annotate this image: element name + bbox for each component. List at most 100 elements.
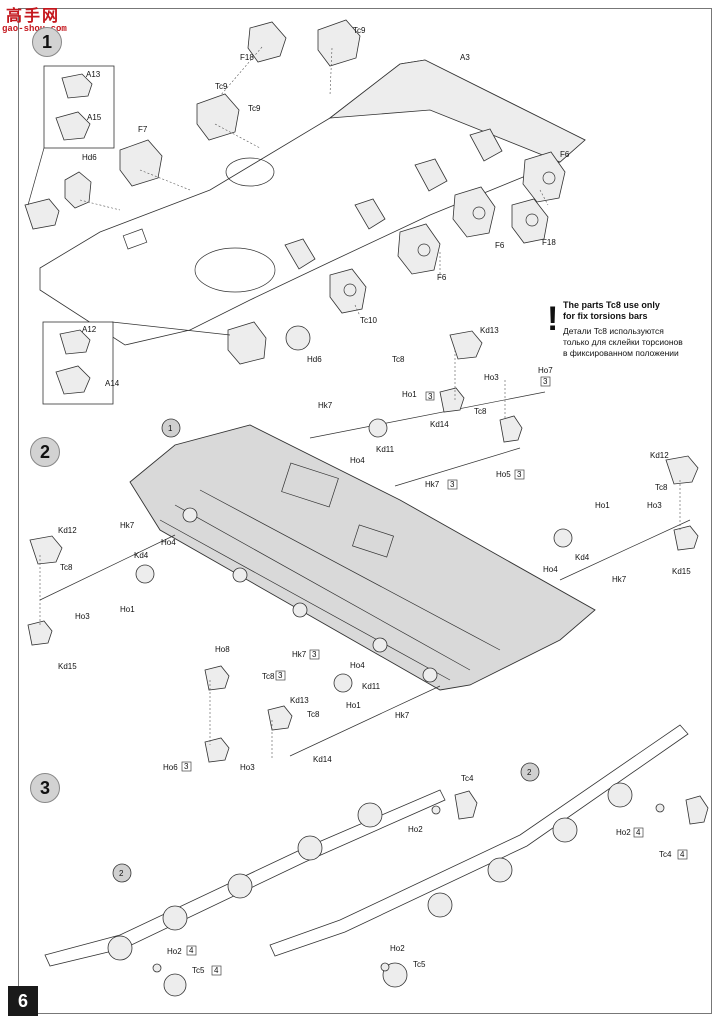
label-ho1-b: Ho1 (595, 501, 610, 510)
road-wheel (382, 962, 408, 988)
label-kd13: Kd13 (480, 326, 499, 335)
label-a14: A14 (105, 379, 120, 388)
leader-lines (79, 46, 549, 317)
part-f18 (511, 198, 549, 244)
road-wheel (227, 873, 253, 899)
page-number: 6 (8, 986, 38, 1016)
part-hd6-wheel (285, 325, 311, 351)
note-english: The parts Tc8 use only for fix torsions … (563, 300, 660, 321)
leader-lines (39, 350, 681, 760)
label-a3: A3 (460, 53, 470, 62)
idler-hub (333, 673, 353, 693)
label-kd11-b: Kd11 (362, 682, 381, 691)
label-ho3-d: Ho3 (240, 763, 255, 772)
torsion-bar (289, 685, 441, 757)
qty-box (186, 945, 197, 956)
bracket (284, 238, 316, 270)
hull-opening (352, 524, 394, 558)
road-wheel (607, 782, 633, 808)
label-hk7-d: Hk7 (612, 575, 627, 584)
label-tc5: Tc5 (192, 966, 205, 975)
label-f6-c: F6 (437, 273, 447, 282)
qty-3-c: 3 (450, 480, 455, 489)
ref-label-1: 1 (168, 424, 173, 433)
label-kd4-b: Kd4 (575, 553, 590, 562)
label-ho3-b: Ho3 (647, 501, 662, 510)
road-hub (422, 667, 438, 683)
label-ho3-c: Ho3 (75, 612, 90, 621)
label-kd15-b: Kd15 (58, 662, 77, 671)
qty-4-d: 4 (214, 966, 219, 975)
bracket (414, 158, 448, 192)
road-wheel (107, 935, 133, 961)
watermark-logo: 高手网 gao-shou.com (2, 2, 82, 36)
part-tc4 (454, 790, 478, 820)
label-tc8-e: Tc8 (262, 672, 275, 681)
part-tc4-b (685, 795, 709, 825)
part-sub (24, 198, 60, 230)
bracket (469, 128, 503, 162)
part-hole (525, 213, 539, 227)
label-ho4: Ho4 (350, 456, 365, 465)
label-ho4-d: Ho4 (350, 661, 365, 670)
road-wheel (162, 905, 188, 931)
label-a12: A12 (82, 325, 97, 334)
hull-opening (281, 462, 339, 508)
part-tc9 (317, 19, 361, 67)
hull-bottom-assembly (129, 424, 596, 691)
label-hk7-b: Hk7 (425, 480, 440, 489)
label-ho4-b: Ho4 (161, 538, 176, 547)
hull-side-edge (328, 59, 586, 163)
road-hub (292, 602, 308, 618)
label-a13: A13 (86, 70, 101, 79)
part-a12 (59, 329, 91, 355)
part-tc10 (329, 268, 367, 314)
part-f6 (452, 186, 496, 238)
part-hd6 (64, 171, 92, 209)
label-tc5-b: Tc5 (413, 960, 426, 969)
qty-3-e: 3 (312, 650, 317, 659)
arm-kd13-b (267, 705, 293, 731)
part-f7 (119, 139, 163, 187)
label-tc9-b: Tc9 (215, 82, 228, 91)
qty-box (181, 761, 192, 772)
ref-callout-2-b (112, 863, 132, 883)
qty-3-f: 3 (278, 671, 283, 680)
step-1-assembly: Tc9 F18 A3 A13 A15 Tc9 Tc9 F7 Hd6 F6 F6 … (24, 19, 586, 405)
inset-leader (27, 147, 231, 336)
arm-ho8 (204, 665, 230, 691)
part-hole (343, 283, 357, 297)
arm-kd12 (665, 455, 699, 485)
watermark-bottom-text: gao-shou.com (2, 24, 67, 34)
arm-kd14 (439, 387, 465, 413)
label-hk7-e: Hk7 (292, 650, 307, 659)
part-f18 (247, 21, 287, 63)
idler-hub (368, 418, 388, 438)
qty-box (211, 965, 222, 976)
qty-box (633, 827, 644, 838)
road-hub (232, 567, 248, 583)
label-tc4: Tc4 (461, 774, 474, 783)
qty-box (447, 479, 458, 490)
qty-3-b: 3 (543, 377, 548, 386)
ref-label-2: 2 (527, 768, 532, 777)
label-ho2-b: Ho2 (616, 828, 631, 837)
label-kd11: Kd11 (376, 445, 395, 454)
hull-ribs (159, 489, 501, 681)
arm-ho5 (499, 415, 523, 443)
torsion-bar (394, 447, 521, 487)
label-ho3: Ho3 (484, 373, 499, 382)
label-ho4-c: Ho4 (543, 565, 558, 574)
hull-hatch (225, 157, 275, 187)
part-hole (542, 171, 556, 185)
arm-kd12-left (29, 535, 63, 565)
label-ho2: Ho2 (408, 825, 423, 834)
part-f6 (397, 223, 441, 275)
label-tc9-c: Tc9 (248, 104, 261, 113)
step-badge-2: 2 (30, 437, 60, 467)
step-3-assembly: 2 2 4 4 4 4 Tc4 Ho2 Ho2 Tc4 Ho2 Tc5 Ho2 … (44, 724, 709, 997)
label-kd4: Kd4 (134, 551, 149, 560)
label-kd12-b: Kd12 (58, 526, 77, 535)
label-ho2-c: Ho2 (167, 947, 182, 956)
road-wheel (427, 892, 453, 918)
